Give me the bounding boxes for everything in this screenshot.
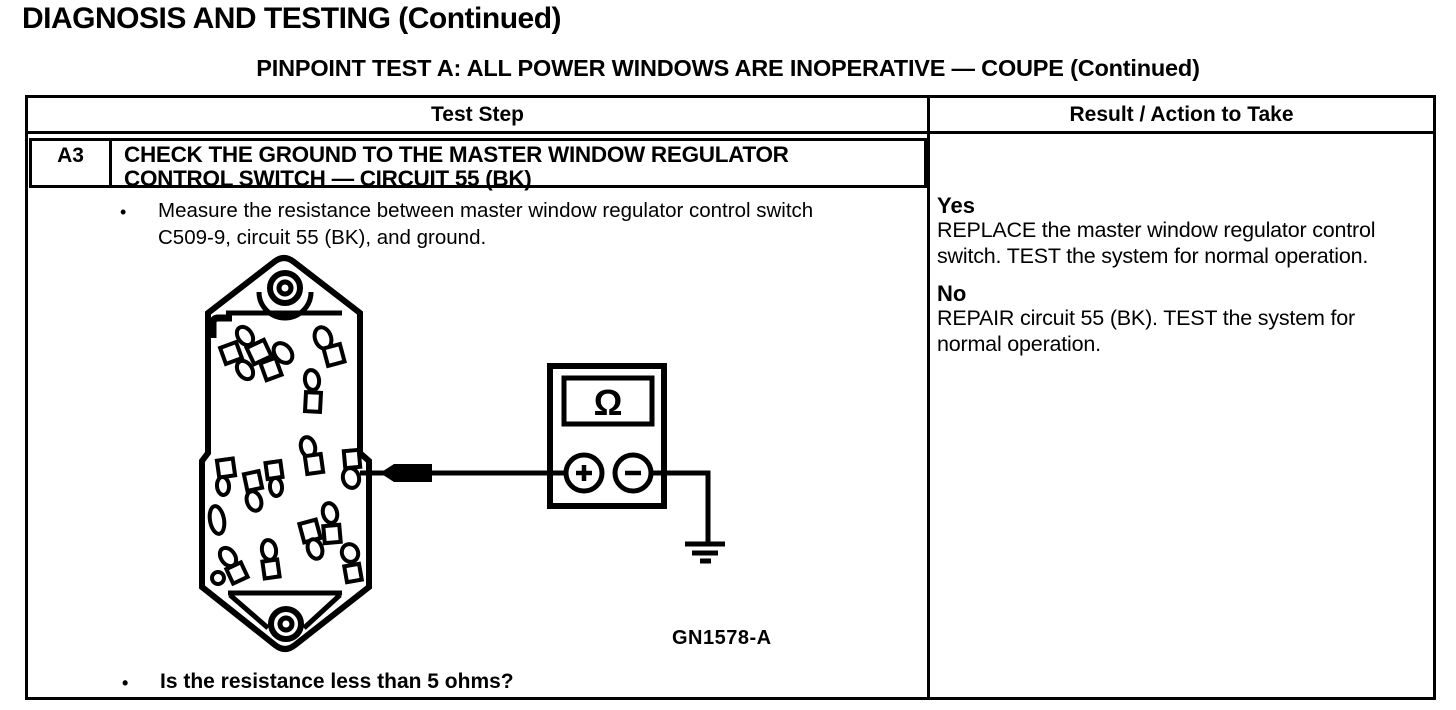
negative-terminal-icon: [612, 452, 654, 494]
ground-symbol-icon: [685, 541, 725, 564]
yes-label: Yes: [937, 193, 975, 218]
figure-id-label: GN1578-A: [672, 627, 772, 649]
page-title: DIAGNOSIS AND TESTING (Continued): [22, 2, 562, 35]
step-title: CHECK THE GROUND TO THE MASTER WINDOW RE…: [112, 141, 789, 191]
step-title-line1: CHECK THE GROUND TO THE MASTER WINDOW RE…: [124, 142, 789, 167]
yes-action-text: REPLACE the master window regulator cont…: [937, 218, 1376, 268]
no-label: No: [937, 281, 967, 306]
bullet-icon: •: [120, 202, 127, 222]
connector-outline: [199, 255, 372, 652]
step-title-line2: CONTROL SWITCH — CIRCUIT 55 (BK): [124, 166, 532, 191]
connector-pin-cavities: [207, 324, 365, 587]
ohmmeter: Ω: [547, 363, 667, 509]
result-column: Result / Action to Take Yes REPLACE the …: [930, 98, 1433, 697]
question-bullet: • Is the resistance less than 5 ohms?: [122, 669, 514, 697]
ground-lead: [651, 470, 725, 564]
instruction-text: Measure the resistance between master wi…: [158, 199, 814, 249]
bullet-icon: •: [122, 673, 129, 693]
test-lead-wire: [360, 464, 566, 482]
test-probe-icon: [380, 464, 432, 482]
instruction-bullet: • Measure the resistance between master …: [120, 198, 830, 251]
test-step-column: Test Step A3 CHECK THE GROUND TO THE MAS…: [28, 98, 930, 697]
no-action-text: REPAIR circuit 55 (BK). TEST the system …: [937, 306, 1355, 356]
positive-terminal-icon: [563, 452, 605, 494]
pinpoint-test-table: Test Step A3 CHECK THE GROUND TO THE MAS…: [25, 95, 1436, 700]
connector-ohmmeter-diagram: Ω: [199, 255, 725, 652]
pinpoint-test-title: PINPOINT TEST A: ALL POWER WINDOWS ARE I…: [256, 55, 1200, 81]
step-id: A3: [32, 141, 112, 185]
step-header-row: A3 CHECK THE GROUND TO THE MASTER WINDOW…: [29, 138, 927, 191]
question-text: Is the resistance less than 5 ohms?: [160, 670, 514, 693]
column-header-result: Result / Action to Take: [930, 98, 1433, 134]
ohmmeter-display-symbol: Ω: [594, 382, 623, 423]
column-header-test-step: Test Step: [28, 98, 927, 134]
result-actions: Yes REPLACE the master window regulator …: [937, 194, 1415, 357]
